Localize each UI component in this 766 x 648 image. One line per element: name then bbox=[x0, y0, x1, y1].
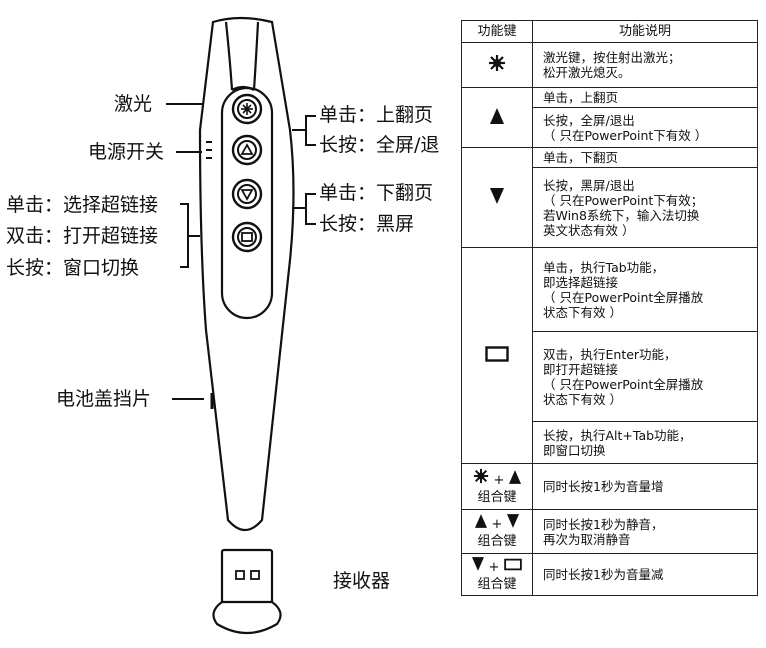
desc-line: 同时长按1秒为音量减 bbox=[543, 567, 664, 582]
desc-cell: 同时长按1秒为静音， 再次为取消静音 bbox=[532, 509, 758, 554]
desc-line: 长按，黑屏/退出 bbox=[543, 177, 635, 193]
desc-cell: 同时长按1秒为音量增 bbox=[532, 463, 758, 510]
desc-line: 即窗口切换 bbox=[543, 442, 606, 458]
down-bracket bbox=[292, 193, 316, 225]
key-cell bbox=[461, 247, 533, 464]
desc-line: （ 只在PowerPoint下有效 ） bbox=[543, 127, 708, 143]
combo-label: 组合键 bbox=[477, 577, 517, 592]
desc-cell: 单击，上翻页 bbox=[532, 87, 758, 108]
key-cell: + 组合键 bbox=[461, 509, 533, 554]
table-row: 长按，执行Alt+Tab功能， 即窗口切换 bbox=[462, 421, 758, 464]
left-double-label: 双击：打开超链接 bbox=[6, 225, 159, 247]
header-desc: 功能说明 bbox=[532, 20, 758, 43]
square-icon bbox=[503, 558, 522, 571]
table-row: 长按，黑屏/退出 （ 只在PowerPoint下有效； 若Win8系统下，输入法… bbox=[462, 167, 758, 248]
desc-line: 长按，执行Alt+Tab功能， bbox=[543, 427, 692, 443]
desc-cell: 双击，执行Enter功能， 即打开超链接 （ 只在PowerPoint全屏播放 … bbox=[532, 331, 758, 422]
up-long-label: 长按：全屏/退 bbox=[319, 134, 440, 156]
desc-line: 单击，上翻页 bbox=[543, 90, 619, 105]
button-panel bbox=[220, 86, 274, 320]
desc-line: 即打开超链接 bbox=[543, 361, 619, 377]
table-row: 双击，执行Enter功能， 即打开超链接 （ 只在PowerPoint全屏播放 … bbox=[462, 331, 758, 422]
table-row: 单击，上翻页 bbox=[461, 87, 758, 148]
desc-line: 即选择超链接 bbox=[543, 274, 619, 290]
down-click-label: 单击：下翻页 bbox=[319, 182, 434, 204]
table-row: 单击，下翻页 bbox=[461, 147, 758, 248]
desc-line: （ 只在PowerPoint全屏播放 bbox=[543, 289, 704, 305]
desc-line: 同时长按1秒为静音， bbox=[543, 516, 664, 532]
presenter-top-rib bbox=[224, 21, 260, 91]
up-click-label: 单击：上翻页 bbox=[319, 104, 434, 126]
up-triangle-icon bbox=[490, 107, 504, 124]
receiver-label: 接收器 bbox=[333, 570, 391, 592]
down-arrow-icon bbox=[240, 189, 254, 201]
down-long-label: 长按：黑屏 bbox=[319, 213, 415, 235]
table-row: + 组合键 同时长按1秒为静音， 再次为取消静音 bbox=[461, 509, 758, 554]
desc-line: （ 只在PowerPoint下有效； bbox=[543, 192, 704, 208]
desc-cell: 长按，执行Alt+Tab功能， 即窗口切换 bbox=[532, 421, 758, 464]
key-cell bbox=[461, 87, 533, 148]
desc-cell: 同时长按1秒为音量减 bbox=[532, 553, 758, 596]
down-triangle-icon bbox=[506, 514, 519, 528]
key-cell bbox=[461, 147, 533, 248]
left-bracket bbox=[180, 203, 200, 268]
presenter-body bbox=[198, 16, 295, 532]
desc-line: （ 只在PowerPoint全屏播放 bbox=[543, 376, 704, 392]
desc-cell: 长按，黑屏/退出 （ 只在PowerPoint下有效； 若Win8系统下，输入法… bbox=[532, 167, 758, 248]
desc-line: 松开激光熄灭。 bbox=[543, 65, 631, 80]
left-long-label: 长按：窗口切换 bbox=[6, 257, 140, 279]
down-triangle-icon bbox=[472, 557, 485, 571]
plus-sign: + bbox=[491, 517, 503, 532]
key-cell: + 组合键 bbox=[461, 553, 533, 596]
table-row: 激光键，按住射出激光； 松开激光熄灭。 bbox=[461, 42, 758, 88]
combo-label: 组合键 bbox=[477, 490, 517, 505]
up-triangle-icon bbox=[475, 514, 488, 528]
plus-sign: + bbox=[493, 473, 505, 488]
laser-star-icon bbox=[241, 103, 253, 115]
laser-label: 激光 bbox=[114, 93, 153, 115]
up-triangle-icon bbox=[508, 470, 521, 484]
left-click-label: 单击：选择超链接 bbox=[6, 194, 159, 216]
desc-line: 长按，全屏/退出 bbox=[543, 112, 635, 128]
key-cell bbox=[461, 42, 533, 88]
desc-cell: 长按，全屏/退出 （ 只在PowerPoint下有效 ） bbox=[532, 107, 758, 148]
desc-line: 激光键，按住射出激光； bbox=[543, 50, 681, 65]
table-header-row: 功能键 功能说明 bbox=[461, 20, 758, 43]
desc-line: 双击，执行Enter功能， bbox=[543, 346, 677, 362]
desc-cell: 单击，下翻页 bbox=[532, 147, 758, 168]
power-switch bbox=[206, 141, 212, 159]
key-cell: + 组合键 bbox=[461, 463, 533, 510]
desc-line: 英文状态有效 ） bbox=[543, 222, 635, 238]
table-row: 长按，全屏/退出 （ 只在PowerPoint下有效 ） bbox=[462, 107, 758, 148]
laser-star-icon bbox=[489, 55, 505, 71]
battery-label: 电池盖挡片 bbox=[56, 388, 152, 410]
function-table: 功能键 功能说明 激光键，按住射出激光； 松开激光熄灭。 单击，上翻页 长按，全… bbox=[461, 20, 758, 596]
down-triangle-icon bbox=[490, 187, 504, 204]
up-arrow-icon bbox=[240, 143, 254, 155]
desc-line: 单击，执行Tab功能， bbox=[543, 259, 665, 275]
laser-star-icon bbox=[474, 468, 489, 484]
receiver-usb-plug bbox=[220, 548, 274, 606]
desc-line: 状态下有效 ） bbox=[543, 391, 622, 407]
table-row: + 组合键 同时长按1秒为音量减 bbox=[461, 553, 758, 596]
square-icon bbox=[485, 345, 509, 362]
table-row: + 组合键 同时长按1秒为音量增 bbox=[461, 463, 758, 510]
table-row: 单击，执行Tab功能， 即选择超链接 （ 只在PowerPoint全屏播放 状态… bbox=[461, 247, 758, 464]
desc-cell: 激光键，按住射出激光； 松开激光熄灭。 bbox=[532, 42, 758, 88]
desc-cell: 单击，执行Tab功能， 即选择超链接 （ 只在PowerPoint全屏播放 状态… bbox=[532, 247, 758, 332]
desc-line: 单击，下翻页 bbox=[543, 150, 619, 165]
header-key: 功能键 bbox=[461, 20, 533, 43]
receiver-body bbox=[212, 600, 282, 634]
power-switch-label: 电源开关 bbox=[88, 141, 165, 163]
desc-line: 再次为取消静音 bbox=[543, 531, 631, 547]
desc-line: 若Win8系统下，输入法切换 bbox=[543, 207, 700, 223]
up-bracket bbox=[292, 115, 316, 146]
plus-sign: + bbox=[488, 560, 500, 575]
square-icon bbox=[241, 232, 253, 242]
desc-line: 状态下有效 ） bbox=[543, 304, 622, 320]
combo-label: 组合键 bbox=[477, 534, 517, 549]
desc-line: 同时长按1秒为音量增 bbox=[543, 479, 664, 494]
